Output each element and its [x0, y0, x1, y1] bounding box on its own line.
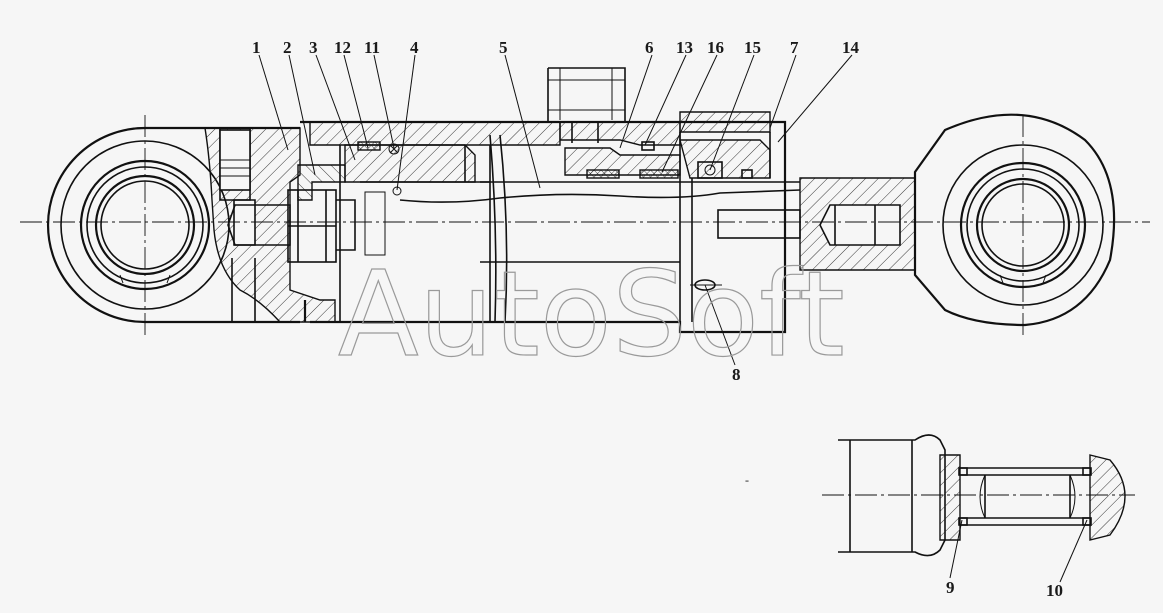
right-eye-end	[799, 113, 1116, 327]
leader-lines	[258, 54, 1088, 583]
callout-11: 11	[364, 38, 380, 57]
callout-10: 10	[1046, 581, 1063, 600]
callout-5: 5	[499, 38, 508, 57]
callout-14: 14	[842, 38, 860, 57]
callout-16: 16	[707, 38, 724, 57]
callout-8: 8	[732, 365, 741, 384]
callout-15: 15	[744, 38, 761, 57]
callout-13: 13	[676, 38, 693, 57]
stray-mark: -	[745, 473, 749, 487]
callout-6: 6	[645, 38, 654, 57]
piston-assembly	[287, 141, 491, 322]
left-eye-end	[46, 126, 336, 324]
detail-view	[822, 434, 1135, 557]
callout-4: 4	[410, 38, 419, 57]
callout-7: 7	[790, 38, 799, 57]
rod-gland	[564, 111, 771, 332]
callout-1: 1	[252, 38, 261, 57]
callout-9: 9	[946, 578, 955, 597]
callout-2: 2	[283, 38, 292, 57]
callout-12: 12	[334, 38, 351, 57]
watermark: AutoSoft	[338, 245, 845, 383]
callout-3: 3	[309, 38, 318, 57]
